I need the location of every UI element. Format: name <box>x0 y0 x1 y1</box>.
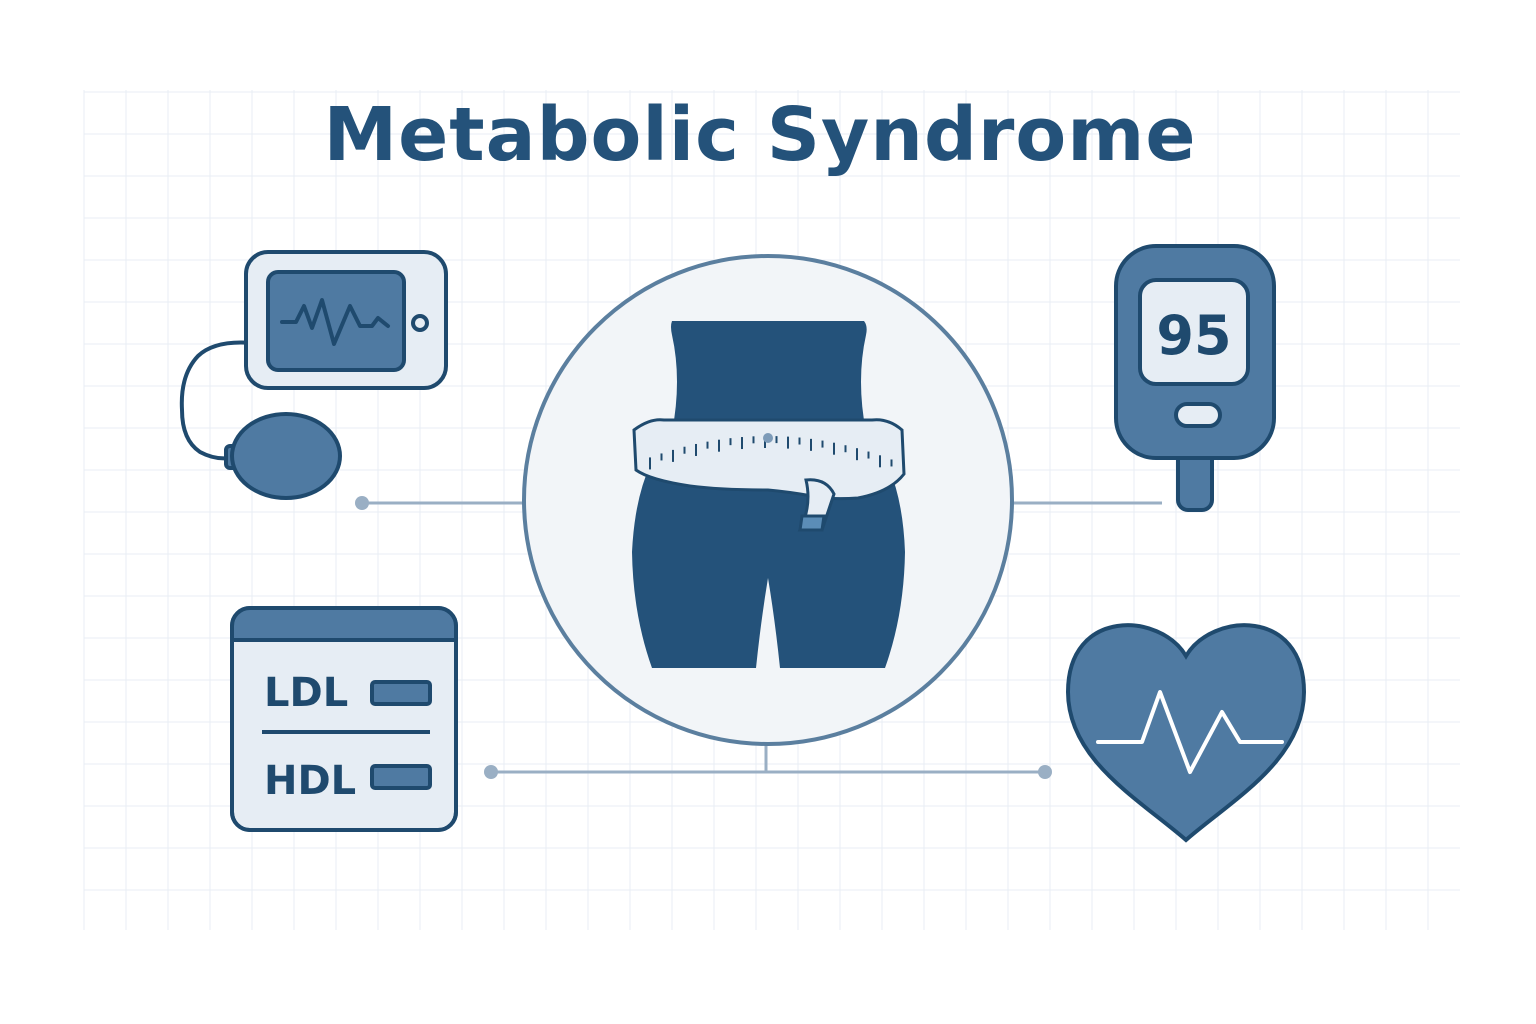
connector-heart-dot <box>1038 765 1052 779</box>
ldl-label: LDL <box>264 670 348 716</box>
navel <box>763 433 773 443</box>
bp-monitor-screen <box>266 270 406 372</box>
bp-monitor-button <box>411 314 429 332</box>
blood-pressure-monitor-icon <box>179 250 448 500</box>
hdl-label: HDL <box>264 758 356 804</box>
bp-cuff-tube <box>179 340 253 461</box>
heart-ecg-line <box>1096 690 1284 774</box>
connector-lipid-dot <box>484 765 498 779</box>
bp-waveform <box>280 298 390 346</box>
heart-rate-icon <box>1065 623 1307 843</box>
lipid-panel-icon: LDL HDL <box>230 606 458 832</box>
waist-measurement-icon <box>522 254 1014 746</box>
lipid-card-outline <box>230 606 458 832</box>
ldl-value-bar <box>370 680 432 706</box>
diagram-title: Metabolic Syndrome <box>323 92 1197 178</box>
measuring-tape-tip <box>798 514 826 532</box>
heart-shape <box>1065 623 1307 843</box>
glucose-meter-button <box>1174 402 1222 428</box>
connector-bp-dot <box>355 496 369 510</box>
connector-lines <box>355 496 1162 779</box>
glucose-meter-icon: 95 <box>1114 244 1276 512</box>
bp-inflation-bulb <box>230 412 342 500</box>
torso-silhouette <box>632 321 905 668</box>
glucose-meter-screen <box>1138 278 1250 386</box>
lipid-card-header <box>232 608 456 640</box>
glucose-reading: 95 <box>1156 304 1231 367</box>
tape-tick-marks <box>649 436 893 470</box>
hdl-value-bar <box>370 764 432 790</box>
